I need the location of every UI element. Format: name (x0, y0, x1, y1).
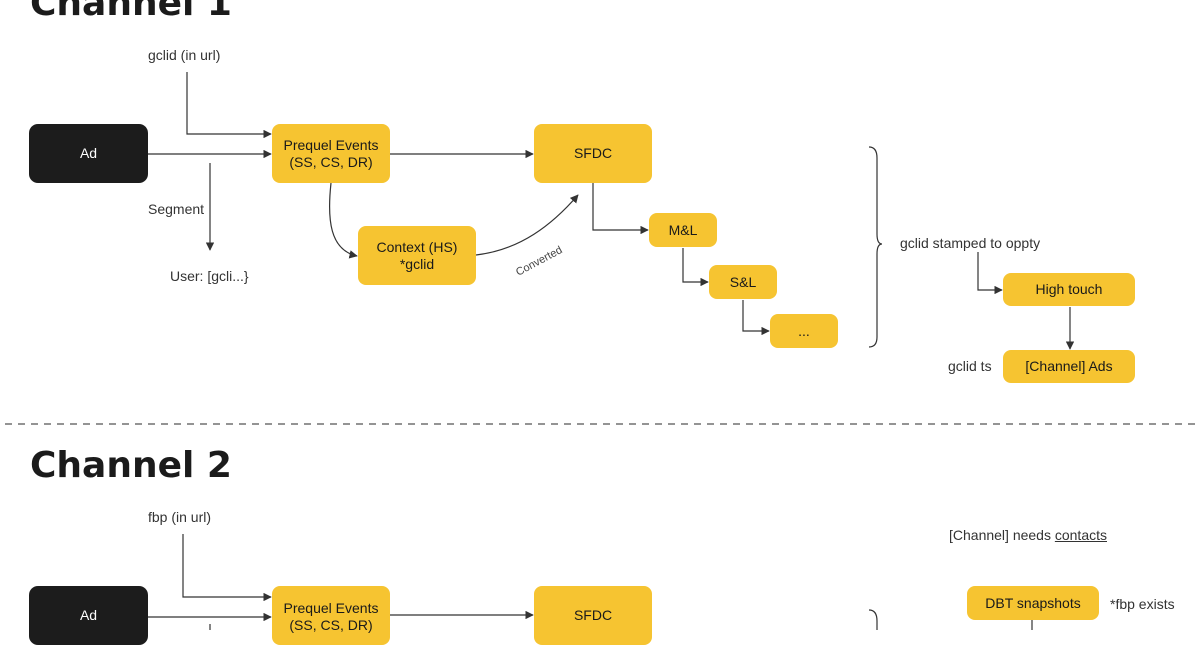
ad-node-label: Ad (79, 145, 98, 161)
ad-node-2[interactable]: Ad (29, 586, 148, 645)
ml-node[interactable]: M&L (649, 213, 717, 247)
fbp-url-label: fbp (in url) (148, 509, 212, 525)
segment-label: Segment (148, 201, 205, 217)
ml-label: M&L (668, 221, 698, 238)
high-touch-label: High touch (1035, 281, 1103, 297)
high-touch-node[interactable]: High touch (1003, 273, 1135, 306)
prequel-events-2-label: Prequel Events (SS, CS, DR) (283, 600, 379, 633)
connector-layer (5, 72, 1200, 630)
gclid-url-label: gclid (in url) (148, 47, 221, 63)
prequel-events-label: Prequel Events (SS, CS, DR) (283, 136, 379, 170)
more-node[interactable]: ... (770, 314, 838, 348)
edge-gclid-to-prequel (186, 72, 272, 139)
gclid-ts-label: gclid ts (948, 358, 992, 374)
ad-node-2-label: Ad (79, 607, 98, 623)
edge-prequel-to-context (328, 182, 358, 259)
user-label: User: [gcli...} (170, 268, 249, 284)
channel-ads-node[interactable]: [Channel] Ads (1003, 350, 1135, 383)
sfdc-label: SFDC (573, 145, 613, 161)
edge-fbp-to-prequel (182, 534, 272, 602)
ad-node[interactable]: Ad (29, 124, 148, 183)
context-hs-label: Context (HS) *gclid (376, 238, 458, 272)
more-label: ... (798, 322, 810, 339)
fbp-exists-label: *fbp exists (1110, 596, 1175, 612)
edge-sl-to-more (742, 300, 770, 336)
sl-node[interactable]: S&L (709, 265, 777, 299)
edge-sfdc-to-ml (592, 183, 649, 235)
prequel-events-node-2[interactable]: Prequel Events (SS, CS, DR) (272, 586, 390, 645)
brace-channel-2 (868, 609, 878, 630)
diagram-canvas: Channel 1 gclid (in url) Ad Prequel Even… (5, 0, 1200, 645)
channel-needs-contacts-label: [Channel] needs contacts (949, 527, 1107, 544)
channel-needs-prefix: [Channel] needs (949, 527, 1055, 543)
sfdc-node[interactable]: SFDC (534, 124, 652, 183)
edge-ml-to-sl (682, 248, 709, 287)
dbt-snapshots-node[interactable]: DBT snapshots (967, 586, 1099, 620)
channel-2-heading: Channel 2 (30, 445, 232, 486)
edge-stamped-to-high-touch (977, 252, 1003, 295)
sfdc-node-2[interactable]: SFDC (534, 586, 652, 645)
dbt-snapshots-label: DBT snapshots (985, 594, 1081, 611)
brace-channel-1 (868, 146, 883, 348)
sl-label: S&L (729, 273, 757, 290)
edge-context-to-sfdc (475, 194, 579, 256)
sfdc-2-label: SFDC (573, 607, 613, 623)
prequel-events-node[interactable]: Prequel Events (SS, CS, DR) (272, 124, 390, 183)
gclid-stamped-label: gclid stamped to oppty (900, 235, 1041, 251)
channel-ads-label: [Channel] Ads (1025, 358, 1113, 374)
channel-1-heading: Channel 1 (30, 0, 232, 24)
context-hs-node[interactable]: Context (HS) *gclid (358, 226, 476, 285)
contacts-link[interactable]: contacts (1054, 527, 1107, 543)
